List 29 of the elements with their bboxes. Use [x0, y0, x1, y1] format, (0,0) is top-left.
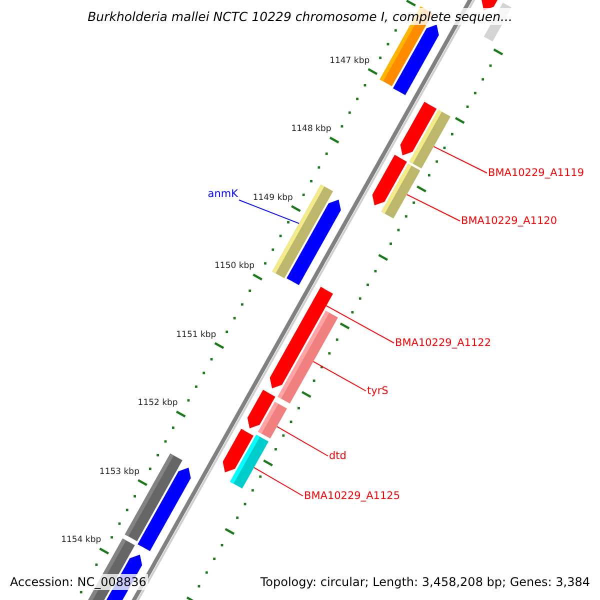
leader-line [312, 361, 366, 392]
gene-label: BMA10229_A1120 [461, 215, 558, 227]
gene-block [258, 402, 288, 439]
tick-label: 1152 kbp [138, 398, 178, 408]
tick-label: 1154 kbp [61, 535, 102, 546]
gene-label: tyrS [367, 385, 388, 397]
gene-label: BMA10229_A1122 [395, 337, 492, 349]
topology-text: Topology: circular; Length: 3,458,208 bp; Genes: 3,384 [258, 574, 592, 590]
gene-block [278, 310, 338, 404]
gene-block [409, 110, 451, 169]
gene-label: anmK [208, 188, 238, 200]
accession-text: Accession: NC_008836 [8, 574, 148, 590]
gene-block [381, 164, 420, 219]
tick-label: 1148 kbp [291, 124, 332, 134]
tick-label: 1147 kbp [330, 56, 370, 66]
leader-line [326, 305, 394, 344]
gene-block [272, 184, 334, 278]
leader-line [238, 200, 300, 224]
tick-label: 1149 kbp [252, 192, 293, 203]
tick-label: 1150 kbp [214, 261, 255, 272]
tick-label: 1151 kbp [176, 330, 216, 340]
leader-line [276, 426, 328, 456]
tick-label: 1153 kbp [99, 466, 140, 477]
gene-label: BMA10229_A1125 [304, 490, 400, 502]
leader-line [406, 194, 460, 222]
leader-line [254, 467, 304, 496]
gene-label: BMA10229_A1119 [488, 167, 584, 179]
gene-label: dtd [329, 450, 346, 462]
gene-block [230, 434, 269, 489]
